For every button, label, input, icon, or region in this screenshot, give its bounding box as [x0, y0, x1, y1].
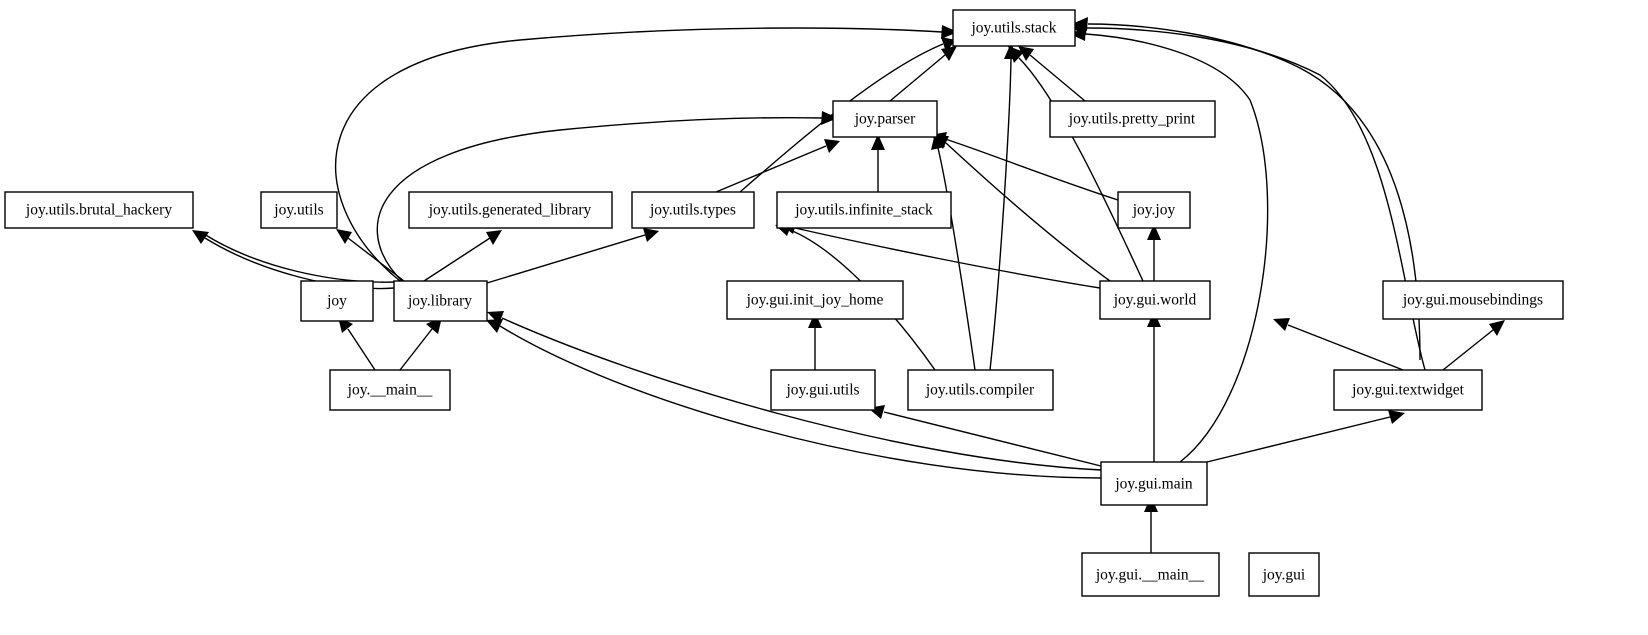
edge-joy-library-to-joy-parser	[376, 111, 838, 282]
node-label: joy.utils.pretty_print	[1068, 111, 1196, 128]
node-joy-main-module[interactable]: joy.__main__	[329, 369, 451, 411]
edge-joy-gui-textwidget-to-joy-gui-mousebindings	[1442, 320, 1505, 371]
node-joy-gui-main[interactable]: joy.gui.main	[1100, 461, 1208, 506]
edge-joy-utils-pretty-print-to-joy-utils-stack	[1018, 46, 1086, 102]
node-label: joy.library	[407, 293, 472, 310]
edge-joy-main-to-joy-library	[399, 317, 442, 371]
node-joy-utils-brutal-hackery[interactable]: joy.utils.brutal_hackery	[4, 191, 194, 229]
node-label: joy.gui.init_joy_home	[746, 292, 884, 309]
node-label: joy.gui.utils	[785, 382, 859, 399]
node-label: joy.utils.infinite_stack	[794, 202, 933, 219]
edge-joy-gui-world-to-joy-joy	[1147, 224, 1161, 281]
edge-right-bundle-to-joy-utils-stack	[1072, 17, 1421, 361]
node-joy-gui-main-module[interactable]: joy.gui.__main__	[1081, 552, 1220, 597]
edge-joy-utils-types-to-joy-parser	[715, 139, 840, 193]
edge-joy-gui-main-to-joy-gui-textwidget	[1206, 410, 1405, 463]
edge-joy-utils-compiler-to-joy-utils-stack	[989, 43, 1018, 371]
edge-joy-parser-to-joy-utils-stack	[889, 46, 957, 102]
node-joy-gui-mousebindings[interactable]: joy.gui.mousebindings	[1382, 280, 1564, 320]
edge-joy-utils-infinite-stack-to-joy-parser	[871, 134, 885, 192]
node-label: joy.gui.__main__	[1095, 567, 1205, 584]
node-label: joy.gui.main	[1114, 476, 1193, 493]
node-joy-library[interactable]: joy.library	[393, 280, 488, 322]
edge-joy-utils-compiler-to-joy-parser	[931, 133, 976, 371]
node-joy-utils[interactable]: joy.utils	[260, 191, 338, 229]
edge-joy-library-to-joy-utils	[336, 229, 405, 282]
edge-joy-gui-main-to-joy-gui-world	[1147, 311, 1161, 462]
node-label: joy.utils.stack	[970, 20, 1056, 37]
node-label: joy.utils.types	[649, 202, 736, 219]
edge-joy-gui-world-to-joy-utils-stack	[1008, 46, 1144, 282]
node-joy-utils-pretty-print[interactable]: joy.utils.pretty_print	[1049, 100, 1216, 138]
node-label: joy.gui.world	[1113, 292, 1197, 309]
edge-joy-library-to-joy-utils-types	[486, 228, 659, 284]
edge-joy-library-to-joy-utils-stack	[335, 25, 958, 282]
node-joy-gui[interactable]: joy.gui	[1248, 552, 1320, 597]
edge-joy-gui-main-to-joy-gui-utils	[868, 405, 1102, 467]
node-joy[interactable]: joy	[300, 280, 374, 322]
node-label: joy.gui	[1262, 567, 1306, 584]
node-label: joy.__main__	[347, 382, 433, 399]
node-label: joy	[326, 293, 347, 310]
node-joy-utils-types[interactable]: joy.utils.types	[631, 191, 755, 229]
edge-joy-library-to-joy-utils-brutal-hackery	[192, 230, 395, 290]
edge-joy-joy-to-joy-parser	[930, 132, 1119, 201]
node-joy-joy[interactable]: joy.joy	[1117, 191, 1191, 229]
edge-joy-gui-main-to-joy-utils-stack	[1070, 27, 1269, 463]
node-joy-gui-textwidget[interactable]: joy.gui.textwidget	[1333, 369, 1483, 411]
edge-joy-gui-textwidget-to-joy-gui-world	[1273, 318, 1404, 371]
edge-joy-gui-utils-to-joy-gui-init-joy-home	[808, 312, 822, 370]
node-label: joy.utils	[273, 202, 323, 219]
node-joy-gui-world[interactable]: joy.gui.world	[1099, 280, 1211, 320]
node-joy-utils-stack[interactable]: joy.utils.stack	[952, 9, 1076, 47]
node-joy-gui-utils[interactable]: joy.gui.utils	[770, 369, 876, 411]
node-joy-gui-init-joy-home[interactable]: joy.gui.init_joy_home	[726, 280, 904, 320]
node-label: joy.utils.brutal_hackery	[25, 202, 172, 219]
edge-joy-library-to-joy-utils-generated-library	[423, 230, 502, 282]
node-joy-utils-compiler[interactable]: joy.utils.compiler	[907, 369, 1054, 411]
node-joy-parser[interactable]: joy.parser	[832, 100, 938, 138]
node-label: joy.gui.mousebindings	[1402, 292, 1543, 309]
node-label: joy.utils.compiler	[925, 382, 1035, 399]
edge-layer	[192, 17, 1505, 553]
node-label: joy.gui.textwidget	[1351, 382, 1464, 399]
node-label: joy.joy	[1132, 202, 1176, 219]
node-joy-utils-generated-library[interactable]: joy.utils.generated_library	[408, 191, 613, 229]
node-joy-utils-infinite-stack[interactable]: joy.utils.infinite_stack	[776, 191, 952, 229]
node-label: joy.parser	[854, 111, 916, 128]
edge-joy-gui-main-to-joy-library-alt	[486, 319, 1102, 479]
node-layer: joy.utils.stack joy.parser joy.utils.pre…	[4, 9, 1564, 597]
edge-joy-gui-world-to-joy-utils-types	[780, 221, 1101, 289]
node-label: joy.utils.generated_library	[428, 202, 592, 219]
edge-joy-library-to-joy-utils-brutal-hackery-alt	[203, 233, 397, 283]
edge-joy-main-to-joy	[338, 317, 376, 371]
